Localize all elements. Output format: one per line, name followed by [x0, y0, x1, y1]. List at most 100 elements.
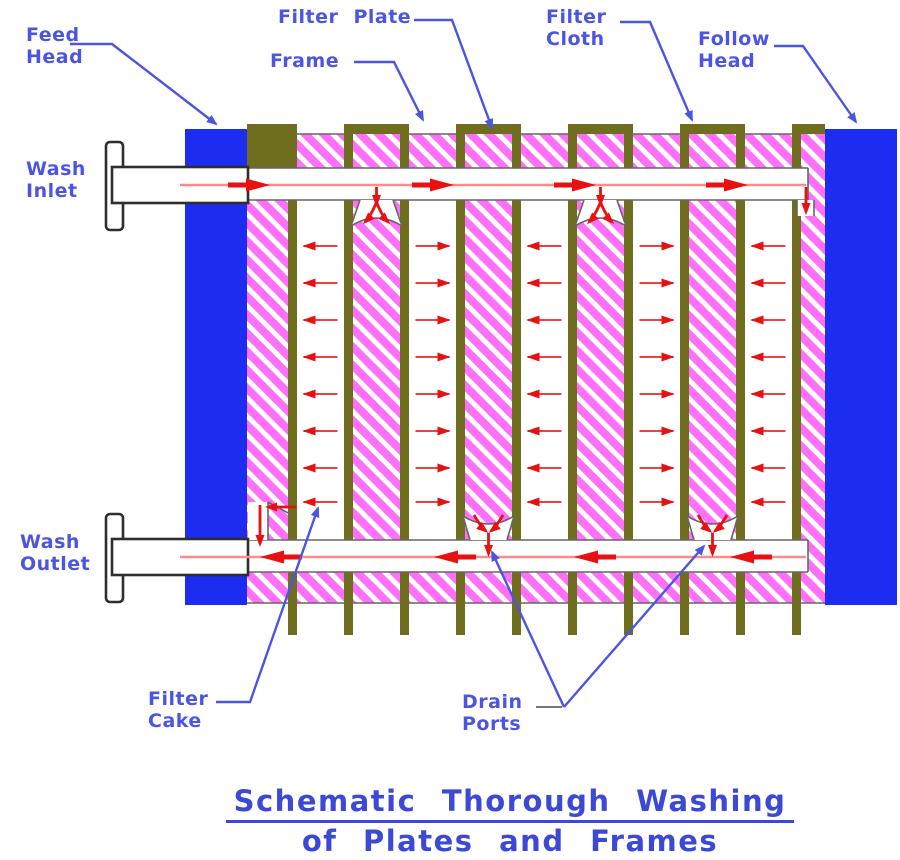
- plate-flow-arrowhead: [526, 352, 540, 362]
- plate-flow-arrowhead: [750, 315, 764, 325]
- filter-cloth-bar: [288, 124, 297, 168]
- plate-flow-arrowhead: [526, 389, 540, 399]
- plate-flow-arrowhead: [750, 278, 764, 288]
- drain-port-branch-arrow: [696, 514, 713, 533]
- feed-port-branch-arrow: [586, 201, 602, 225]
- filter-cloth-bar: [400, 124, 409, 168]
- inlet-channel-arrow: [228, 178, 270, 192]
- filter-cloth-bar: [288, 572, 297, 635]
- plate-flow-arrowhead: [526, 315, 540, 325]
- plate-flow-arrowhead: [661, 278, 675, 288]
- filter-cake-leader: [216, 506, 320, 704]
- frame-leader: [354, 60, 425, 122]
- filter-cloth-bar: [736, 124, 745, 168]
- follow-head-label: Follow Head: [698, 28, 770, 72]
- drain-ports-label: Drain Ports: [462, 691, 523, 735]
- plate-columns: [297, 200, 792, 540]
- plate-flow-arrowhead: [661, 497, 675, 507]
- plate-flow-arrowhead: [750, 497, 764, 507]
- plate-flow-arrowhead: [437, 352, 451, 362]
- plate-flow-arrowhead: [302, 315, 316, 325]
- plate-flow-arrowhead: [526, 426, 540, 436]
- plate-flow-arrowhead: [750, 241, 764, 251]
- filter-cloth-bar: [568, 200, 577, 540]
- filter-cloth-bar: [680, 124, 689, 168]
- filter-plate-column: [297, 200, 344, 540]
- plate-flow-arrowhead: [437, 315, 451, 325]
- filter-cake-label: Filter Cake: [148, 688, 209, 732]
- plate-flow-arrowhead: [661, 389, 675, 399]
- filter-cloth-leader: [620, 20, 694, 122]
- drain-port-funnel-walls: [462, 515, 515, 541]
- plate-flow-arrows: [302, 241, 786, 507]
- cake-dome-arc: [574, 217, 627, 227]
- plate-flow-arrowhead: [437, 241, 451, 251]
- drain-ports-leader-right: [563, 544, 706, 708]
- plate-flow-arrowhead: [302, 497, 316, 507]
- plate-flow-arrowhead: [437, 463, 451, 473]
- frame-top-lug: [344, 124, 409, 134]
- feed-port-branch-arrow: [362, 201, 378, 225]
- plate-flow-arrowhead: [437, 426, 451, 436]
- filter-cloth-bar: [792, 572, 801, 635]
- plate-flow-arrowhead: [526, 497, 540, 507]
- plate-flow-arrowhead: [661, 352, 675, 362]
- filter-cloth-bar: [456, 200, 465, 540]
- outlet-channel-arrow: [730, 550, 772, 564]
- follow-head-leader: [774, 44, 858, 124]
- filter-cloth-bar: [736, 200, 745, 540]
- frame-top-lug: [568, 124, 633, 134]
- filter-cloth-bar: [624, 200, 633, 540]
- filter-cloth-bar: [792, 200, 801, 540]
- drain-port-branch-arrow: [712, 514, 729, 533]
- frame-lugs: [344, 124, 825, 134]
- filter-cloth-bar: [512, 124, 521, 168]
- filter-cloth-label: Filter Cloth: [546, 6, 607, 50]
- filter-cloth-bar: [344, 124, 353, 168]
- plate-flow-arrowhead: [437, 278, 451, 288]
- filter-plate-column: [409, 200, 456, 540]
- diagram-title-line1: Schematic Thorough Washing: [225, 783, 795, 823]
- drain-port-branch-arrow: [488, 514, 505, 533]
- filter-cloth-bar: [288, 200, 297, 540]
- plate-flow-arrowhead: [302, 389, 316, 399]
- plate-flow-arrowhead: [437, 497, 451, 507]
- inlet-channel-arrow: [412, 178, 454, 192]
- plate-flow-arrowhead: [302, 352, 316, 362]
- cake-sag-arc: [686, 515, 739, 525]
- plate-flow-arrowhead: [302, 463, 316, 473]
- plate-flow-arrowhead: [661, 463, 675, 473]
- filter-cloth-bar: [624, 572, 633, 635]
- plate-flow-arrowhead: [750, 463, 764, 473]
- drain-port-branch-arrow: [472, 514, 489, 533]
- filter-plate-label: Filter Plate: [278, 6, 412, 28]
- inlet-channel-arrow: [706, 178, 748, 192]
- plate-flow-arrowhead: [302, 426, 316, 436]
- drain-port-funnel-walls: [686, 515, 739, 541]
- plate-flow-arrowhead: [302, 278, 316, 288]
- filter-cloth-bar: [792, 124, 801, 168]
- inlet-port-funnel-walls: [350, 199, 403, 227]
- filter-plate-leader: [414, 18, 494, 130]
- cake-sag-arc: [462, 515, 515, 525]
- plate-flow-arrowhead: [661, 241, 675, 251]
- plate-flow-arrowhead: [526, 241, 540, 251]
- plate-flow-arrowhead: [437, 389, 451, 399]
- feed-head-leader: [70, 42, 218, 126]
- plate-flow-arrowhead: [750, 426, 764, 436]
- feed-port-branch-arrow: [599, 201, 615, 225]
- filter-cloth-bar: [400, 200, 409, 540]
- filter-plate-column: [745, 200, 792, 540]
- filter-cloth-bar: [680, 200, 689, 540]
- feed-head-block: [185, 129, 247, 605]
- outlet-channel-arrow: [434, 550, 476, 564]
- frame-top-lug: [456, 124, 521, 134]
- corner-feed-walls: [796, 200, 815, 216]
- plate-flow-arrowhead: [661, 315, 675, 325]
- plate-flow-arrowhead: [750, 352, 764, 362]
- corner-drain-slot: [248, 502, 268, 540]
- plate-flow-arrowhead: [750, 389, 764, 399]
- plate-flow-arrowhead: [526, 278, 540, 288]
